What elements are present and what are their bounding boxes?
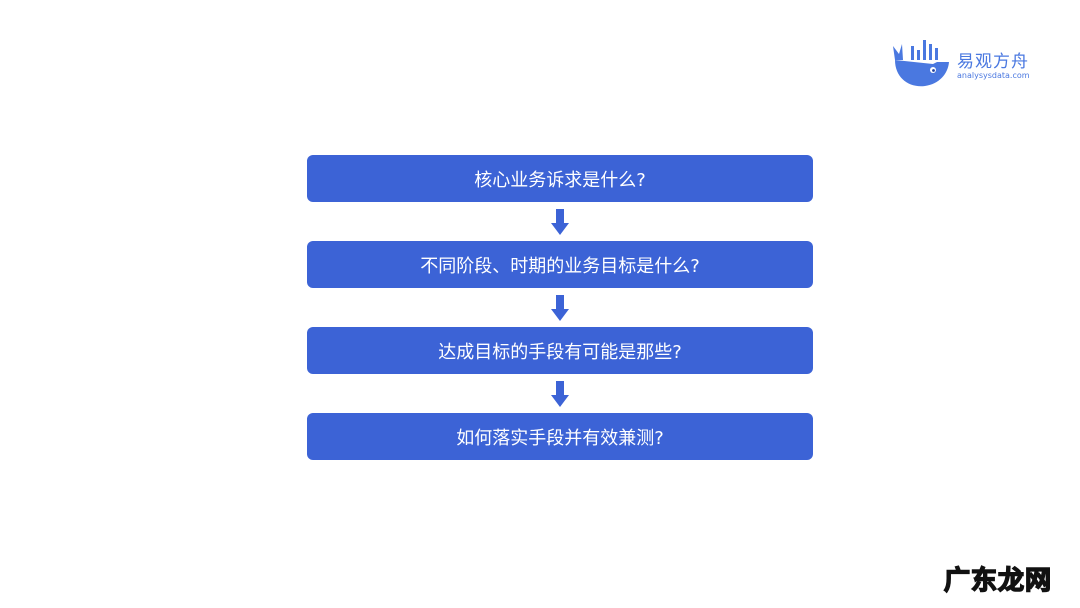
brand-name: 易观方舟 — [957, 52, 1029, 72]
flow-step-4: 如何落实手段并有效兼测? — [307, 413, 813, 460]
flow-step-3: 达成目标的手段有可能是那些? — [307, 327, 813, 374]
flowchart: 核心业务诉求是什么? 不同阶段、时期的业务目标是什么? 达成目标的手段有可能是那… — [307, 155, 813, 460]
whale-chart-logo-icon — [893, 40, 949, 87]
brand-domain: analysysdata.com — [957, 71, 1030, 80]
down-arrow-icon — [307, 288, 813, 327]
down-arrow-icon — [307, 202, 813, 241]
brand-logo: 易观方舟 analysysdata.com — [893, 38, 1043, 90]
flow-step-1: 核心业务诉求是什么? — [307, 155, 813, 202]
watermark-text: 广东龙网 — [943, 565, 1053, 597]
flow-step-2: 不同阶段、时期的业务目标是什么? — [307, 241, 813, 288]
down-arrow-icon — [307, 374, 813, 413]
